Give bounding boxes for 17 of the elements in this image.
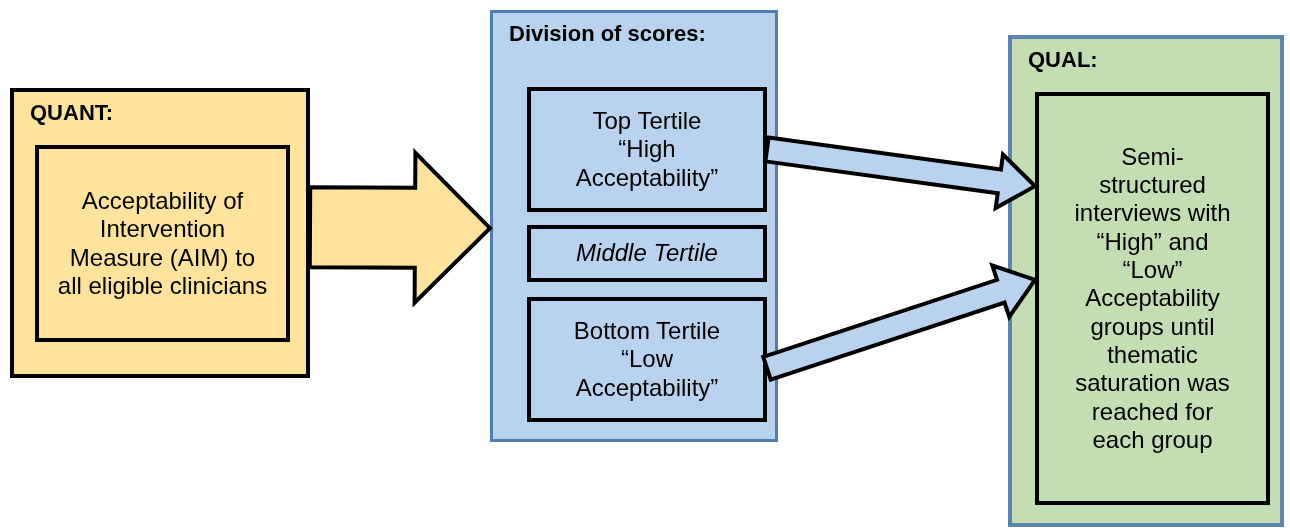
process-box [1035, 92, 1270, 505]
box-text: Top Tertile “High Acceptability” [574, 107, 720, 192]
division-panel [490, 10, 778, 442]
panel-heading: QUANT: [30, 100, 114, 126]
panel-heading: Division of scores: [509, 21, 706, 47]
box-text: Bottom Tertile “Low Acceptability” [572, 317, 722, 402]
process-box [35, 145, 290, 342]
box-text: Semi-structured interviews with “High” and “Low” Acceptability groups until thematic saturation was reached for each group [1073, 142, 1232, 455]
panel-heading: QUAL: [1028, 47, 1098, 73]
block-arrow [307, 147, 493, 308]
qual-panel [1008, 35, 1284, 527]
tertile-box [527, 297, 767, 422]
quant-panel [10, 88, 310, 378]
box-text: Acceptability of Intervention Measure (AIM) to all eligible clinicians [56, 186, 269, 301]
box-text: Middle Tertile [576, 239, 718, 268]
tertile-box [527, 225, 767, 282]
tertile-box [527, 87, 767, 212]
